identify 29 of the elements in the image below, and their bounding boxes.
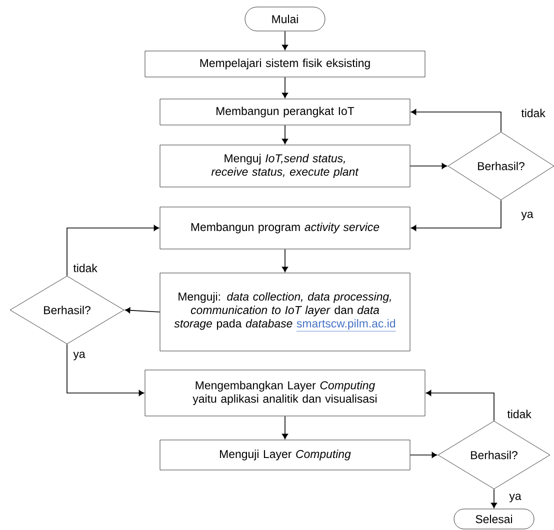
edge-label: ya [508,492,522,504]
arrow [491,488,497,508]
arrow [282,416,288,440]
arrow [282,30,288,50]
edge-label: tidak [506,408,532,420]
arrow [282,76,288,98]
arrow [66,344,144,396]
arrow [410,200,502,231]
arrow [410,109,502,132]
arrow [410,452,438,458]
edge-label: ya [520,210,534,222]
edge-label: tidak [72,262,98,274]
process-box: Menguj IoT,send status, receive status, execute plant [160,144,410,188]
process-box: Mengembangkan Layer Computing yaitu aplikasi analitik dan visualisasi [144,370,426,416]
process-box: Menguji Layer Computing [160,440,410,470]
terminal-node: Selesai [454,508,534,530]
arrow [124,307,160,314]
arrow [66,225,160,276]
process-box: Membangun program activity service [160,206,410,250]
process-box: Membangun perangkat IoT [160,98,410,126]
process-box: Mempelajari sistem fisik eksisting [144,50,426,78]
arrow [282,248,288,272]
edge-label: ya [72,350,86,362]
arrow [410,163,448,169]
terminal-node: Mulai [244,6,326,32]
edge-label: tidak [520,108,546,118]
arrow [426,390,494,422]
process-box: Menguji: data collection, data processing, communication to IoT layer dan data storage pada database smartscw.pilm.ac.id [160,272,410,352]
arrow [282,124,288,144]
